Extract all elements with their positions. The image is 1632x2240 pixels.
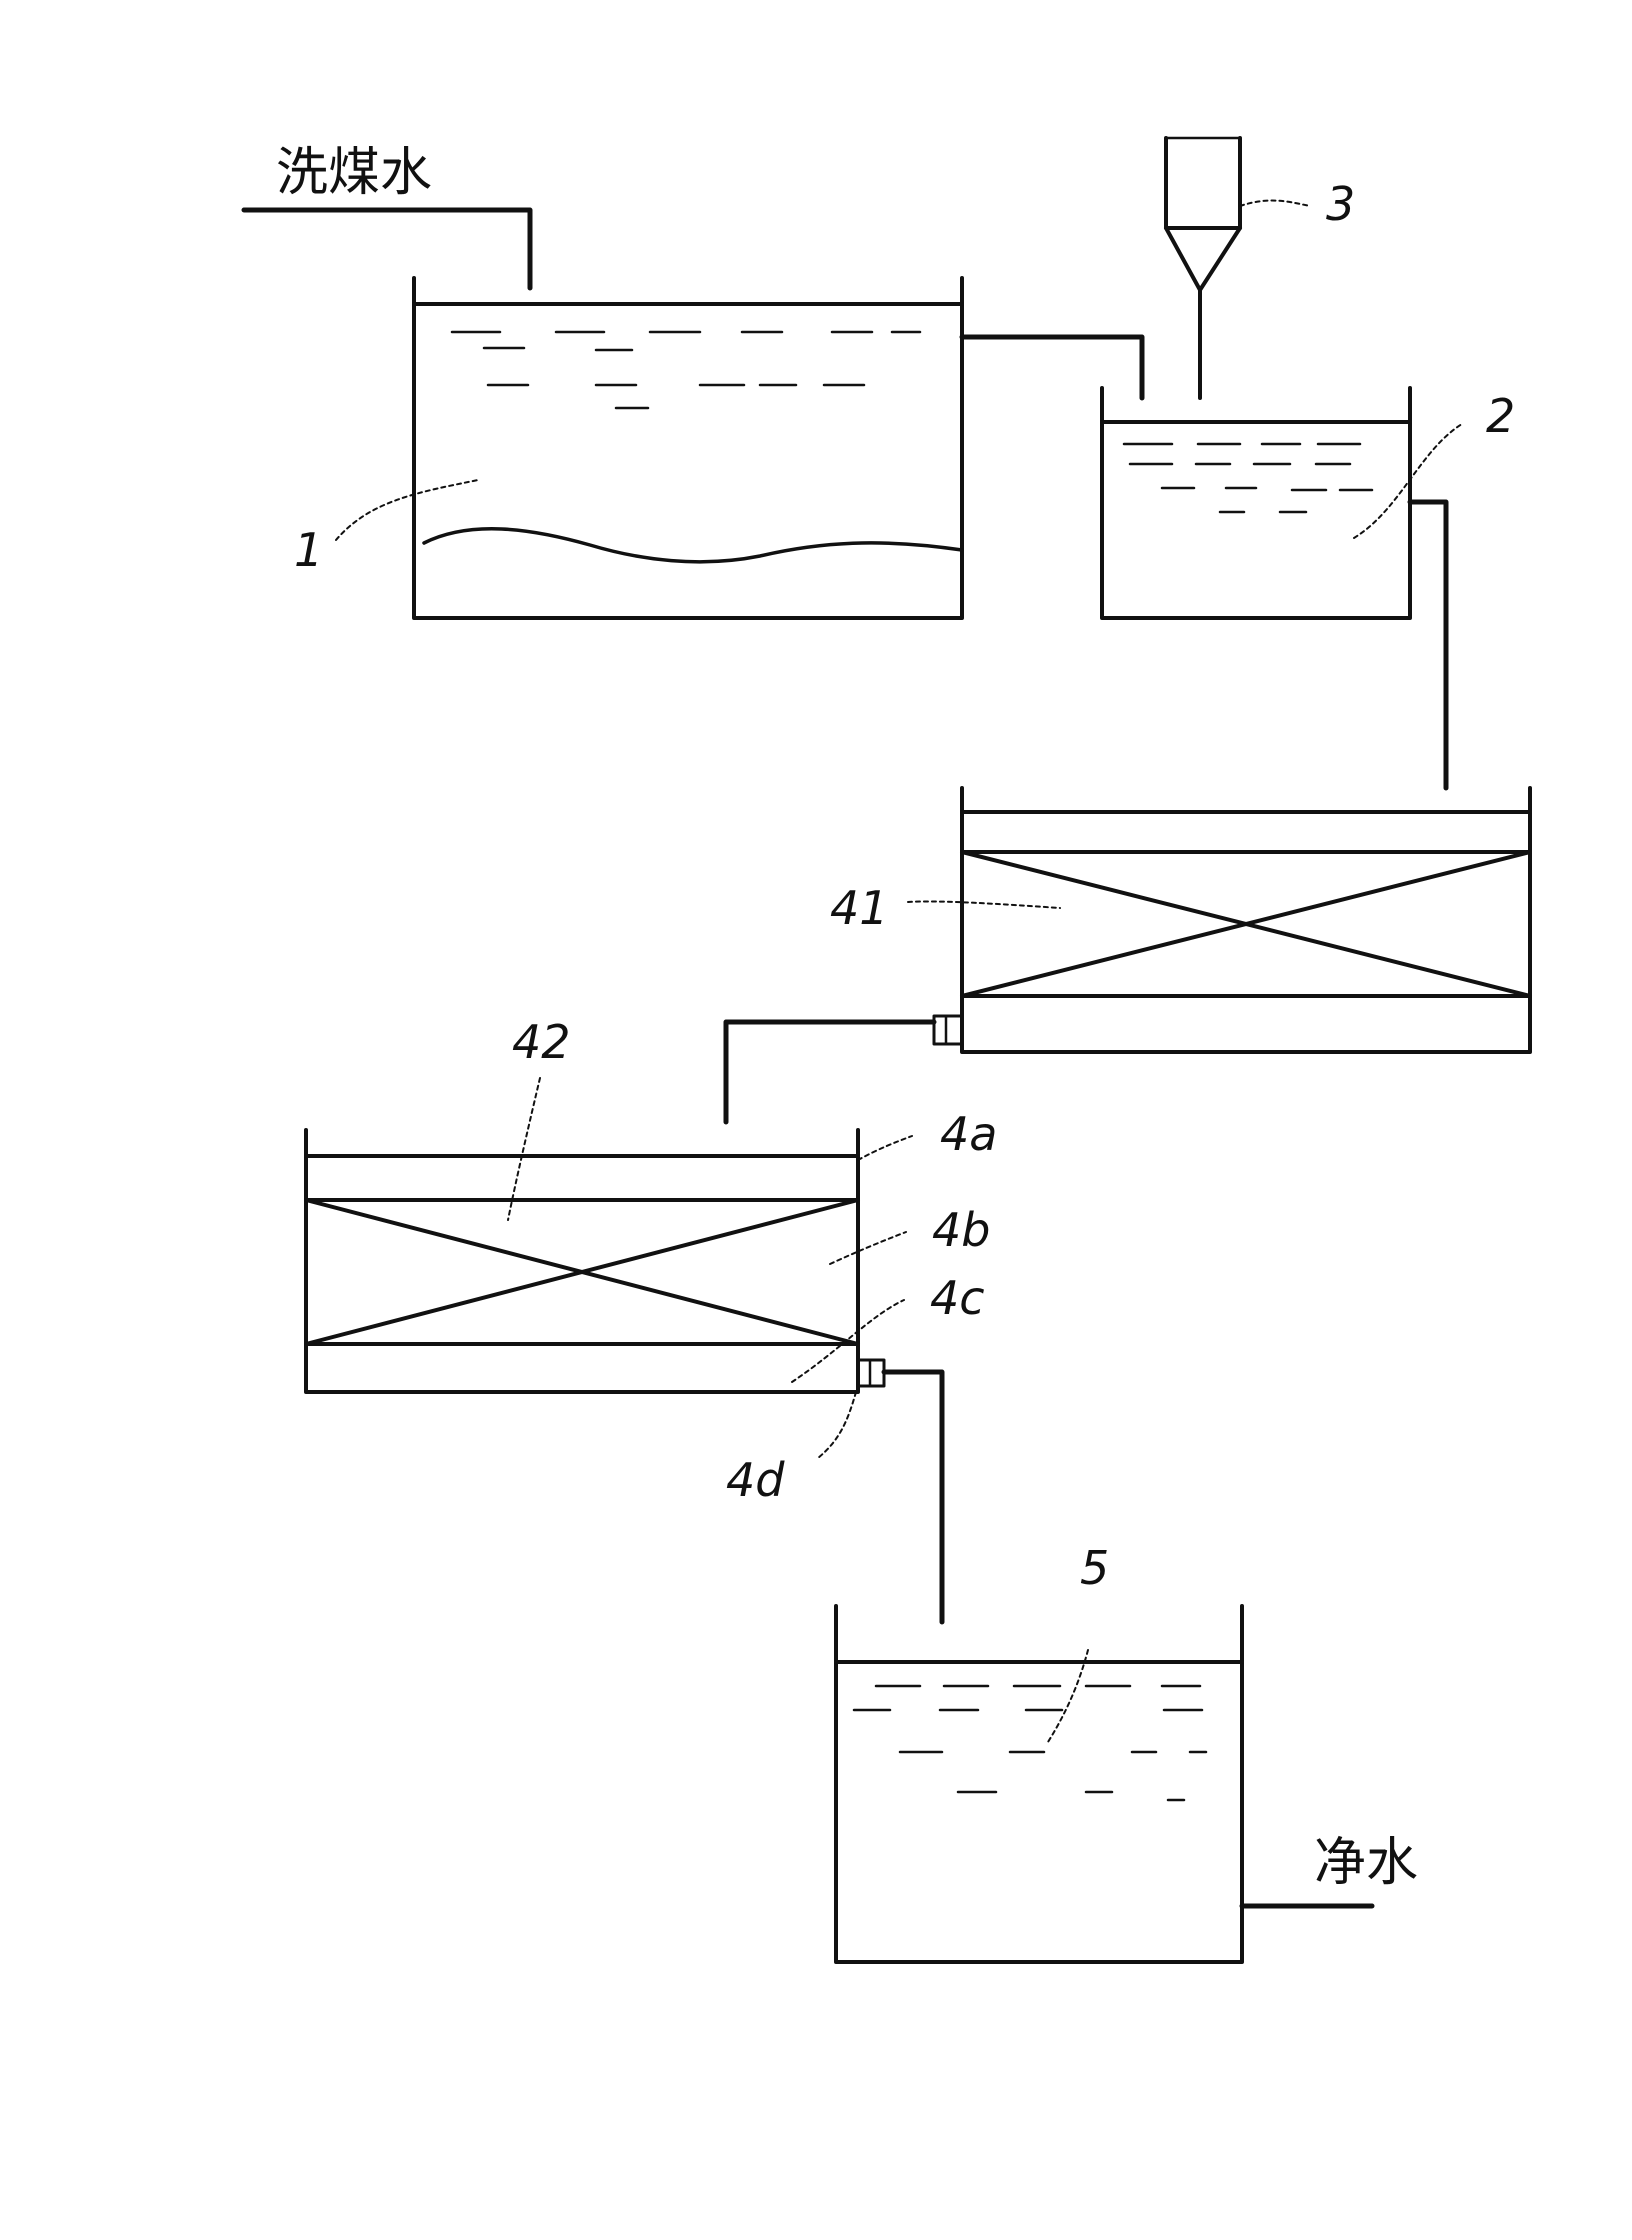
filter-41-leader [907, 900, 1061, 909]
filter-42-leader [507, 1077, 541, 1221]
tank-2 [1100, 386, 1412, 620]
pipe-42-to-5 [881, 1369, 945, 1625]
valve-41-outlet [932, 1014, 964, 1046]
label-4b: 4b [932, 1203, 990, 1257]
label-4a: 4a [940, 1107, 997, 1161]
leader-4d [817, 1391, 857, 1459]
tank-1-sediment [422, 527, 964, 564]
label-5: 5 [1080, 1541, 1109, 1595]
label-3: 3 [1326, 177, 1355, 231]
tank-5-water-ripples [852, 1684, 1208, 1802]
valve-42-outlet [856, 1358, 886, 1388]
filter-41 [960, 786, 1532, 1054]
pipe-1-to-2 [959, 334, 1145, 401]
label-42: 42 [512, 1015, 571, 1069]
label-1: 1 [294, 523, 323, 577]
inlet-pipe [241, 207, 533, 291]
label-4c: 4c [930, 1271, 985, 1325]
leader-4c [791, 1299, 905, 1383]
dosing-hopper-3 [1164, 136, 1242, 400]
filter-42 [304, 1128, 860, 1394]
tank-2-water-ripples [1122, 442, 1374, 514]
label-2: 2 [1486, 389, 1515, 443]
tank-5-leader [1047, 1649, 1089, 1743]
tank-1 [412, 276, 964, 620]
hopper-3-leader [1239, 199, 1311, 207]
label-41: 41 [830, 881, 889, 935]
leader-4b [829, 1231, 907, 1265]
pipe-2-to-41 [1407, 499, 1449, 791]
inlet-label: 洗煤水 [276, 143, 432, 203]
tank-2-leader [1353, 423, 1463, 539]
pipe-41-to-42 [723, 1019, 937, 1125]
leader-4a [857, 1135, 913, 1161]
tank-5 [834, 1604, 1244, 1964]
tank-1-water-ripples [450, 330, 922, 410]
tank-1-leader [335, 479, 479, 541]
outlet-label: 净水 [1314, 1833, 1418, 1893]
label-4d: 4d [726, 1453, 785, 1507]
